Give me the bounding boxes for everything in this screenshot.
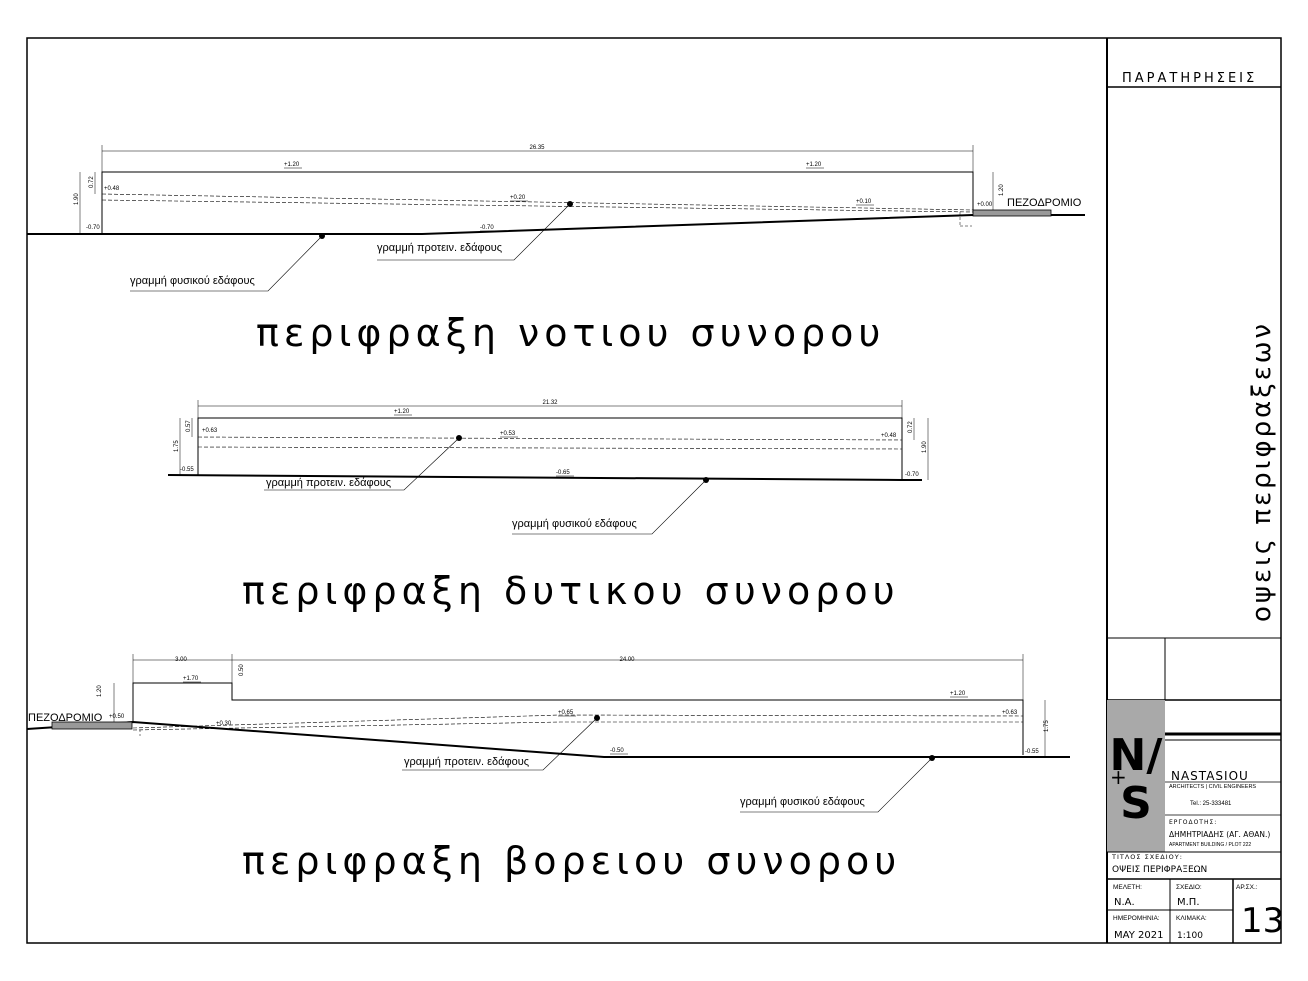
north-fence-elevation: 3.00 24.00 ΠΕΖΟΔΡΟΜΙΟ 1.20 0.50 1.75 +1.…	[26, 654, 1070, 883]
natural-ground-label: γραμμή φυσικού εδάφους	[512, 518, 637, 530]
study-value: Ν.Α.	[1114, 897, 1135, 908]
dimension-total: 21.32	[542, 400, 558, 406]
side-dim: 1.75	[1044, 720, 1050, 732]
logo-panel	[1107, 700, 1165, 852]
level-mark: +0.63	[202, 428, 218, 434]
client-name: ΔΗΜΗΤΡΙΑΔΗΣ (ΑΓ. ΑΘΑΝ.)	[1169, 830, 1270, 839]
proposed-ground-label: γραμμή προτειν. εδάφους	[404, 756, 529, 768]
sidewalk-slab	[51, 721, 133, 730]
side-dim: 1.20	[97, 685, 103, 697]
side-dim: 1.75	[174, 440, 180, 452]
drawn-value: Μ.Π.	[1177, 897, 1200, 908]
side-dim: 0.72	[89, 176, 95, 188]
side-dim: 0.72	[908, 421, 914, 433]
client-label: ΕΡΓΟΔΟΤΗΣ:	[1169, 819, 1217, 826]
proposed-ground-label: γραμμή προτειν. εδάφους	[266, 477, 391, 489]
side-dim: 1.90	[922, 441, 928, 453]
west-fence-elevation: 21.32 0.57 1.75 0.72 1.90 +1.20 +0.63 +0…	[167, 400, 929, 613]
natural-ground-line	[26, 720, 1070, 758]
section-title: περιφραξη βορειου συνορου	[242, 839, 901, 883]
level-mark: -0.50	[610, 748, 624, 754]
side-dim: 1.20	[999, 184, 1005, 196]
logo-plus: +	[1110, 765, 1127, 789]
level-mark: +1.20	[806, 162, 822, 168]
fence-outline	[101, 171, 974, 234]
side-dim: 0.57	[186, 420, 192, 432]
company-subtitle: ARCHITECTS | CIVIL ENGINEERS	[1169, 784, 1256, 790]
level-mark: -0.70	[905, 472, 919, 478]
scale-value: 1:100	[1177, 931, 1203, 941]
sidewalk-slab	[972, 209, 1052, 217]
level-mark: +0.00	[977, 202, 993, 208]
proposed-ground-line	[132, 714, 1024, 729]
side-dim: 1.90	[74, 193, 80, 205]
level-mark: +0.20	[510, 195, 526, 201]
level-mark: +0.48	[881, 433, 897, 439]
level-mark: -0.55	[180, 467, 194, 473]
section-title: περιφραξη δυτικου συνορου	[242, 569, 900, 613]
company-phone: Tel.: 25-333481	[1190, 801, 1232, 807]
sidewalk-label: ΠΕΖΟΔΡΟΜΙΟ	[1007, 197, 1082, 209]
level-mark: +0.30	[216, 721, 232, 727]
level-mark: -0.70	[86, 225, 100, 231]
natural-ground-label: γραμμή φυσικού εδάφους	[740, 796, 865, 808]
level-mark: +0.65	[558, 710, 574, 716]
level-mark: +1.70	[183, 676, 199, 682]
sheet-number-label: ΑΡ.ΣΧ.:	[1236, 884, 1258, 891]
level-mark: +0.50	[109, 714, 125, 720]
level-mark: -0.70	[480, 225, 494, 231]
company-name: NASTASIOU	[1171, 769, 1249, 783]
level-mark: +1.20	[394, 409, 410, 415]
fence-outline	[197, 417, 903, 480]
dimension-part: 3.00	[175, 657, 187, 663]
level-mark: +0.48	[104, 186, 120, 192]
side-dim: 0.50	[239, 664, 245, 676]
proposed-ground-line	[197, 436, 903, 441]
level-mark: -0.55	[1025, 749, 1039, 755]
sheet-number: 13	[1241, 901, 1284, 941]
level-mark: +0.10	[856, 199, 872, 205]
vertical-drawing-title: οψεις περιφραξεων	[1247, 321, 1277, 622]
sheet-border	[26, 37, 1282, 944]
natural-ground-label: γραμμή φυσικού εδάφους	[130, 275, 255, 287]
level-mark: +0.63	[1002, 710, 1018, 716]
remarks-heading: ΠΑΡΑΤΗΡΗΣΕΙΣ	[1122, 71, 1257, 86]
scale-label: ΚΛΙΜΑΚΑ:	[1176, 915, 1207, 922]
level-mark: +1.20	[950, 691, 966, 697]
date-label: ΗΜΕΡΟΜΗΝΙΑ:	[1113, 915, 1160, 922]
fence-outline	[132, 682, 1024, 755]
proposed-ground-line	[101, 193, 974, 211]
logo-mark: N/	[1110, 730, 1164, 781]
level-mark: -0.65	[556, 470, 570, 476]
study-label: ΜΕΛΕΤΗ:	[1113, 884, 1142, 891]
drawing-title-label: ΤΙΤΛΟΣ ΣΧΕΔΙΟΥ:	[1111, 853, 1183, 861]
dimension-part: 24.00	[619, 657, 635, 663]
south-fence-elevation: 26.35 ΠΕΖΟΔΡΟΜΙΟ 1.90 0.72 1.20 +1.20 +1…	[27, 145, 1085, 355]
sidewalk-label: ΠΕΖΟΔΡΟΜΙΟ	[28, 712, 103, 724]
logo-mark: S	[1120, 778, 1152, 829]
level-mark: +0.53	[500, 431, 516, 437]
project-name: APARTMENT BUILDING / PLOT 222	[1169, 842, 1251, 848]
proposed-ground-label: γραμμή προτειν. εδάφους	[377, 242, 502, 254]
title-block: ΠΑΡΑΤΗΡΗΣΕΙΣ οψεις περιφραξεων N/ S + NA…	[1107, 71, 1284, 943]
date-value: MAY 2021	[1114, 930, 1163, 941]
level-mark: +1.20	[284, 162, 300, 168]
drawing-title: ΟΨΕΙΣ ΠΕΡΙΦΡΑΞΕΩΝ	[1112, 865, 1207, 875]
section-title: περιφραξη νοτιου συνορου	[256, 311, 885, 355]
dimension-total: 26.35	[529, 145, 545, 151]
drawn-label: ΣΧΕΔΙΟ:	[1176, 884, 1202, 891]
natural-ground-line	[167, 474, 922, 481]
